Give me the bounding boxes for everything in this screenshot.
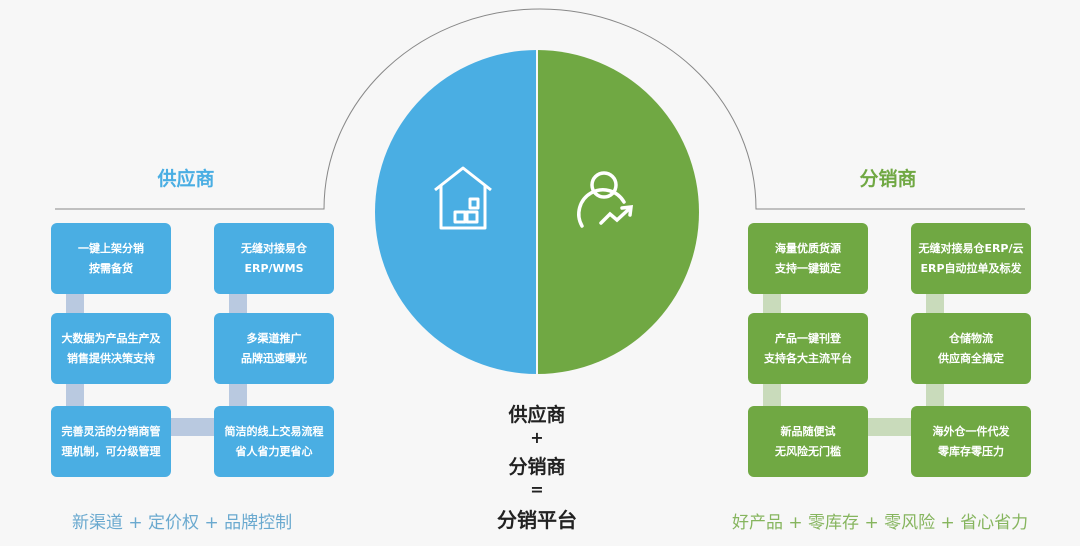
distributor-feature-box: 产品一键刊登支持各大主流平台 bbox=[748, 313, 868, 384]
supplier-benefits: 新渠道 + 定价权 + 品牌控制 bbox=[72, 513, 293, 533]
feature-line: 大数据为产品生产及 bbox=[61, 331, 161, 345]
feature-line: 新品随便试 bbox=[780, 424, 836, 438]
feature-line: 完善灵活的分销商管 bbox=[61, 424, 161, 438]
feature-line: 产品一键刊登 bbox=[775, 331, 841, 345]
distributor-feature-box: 新品随便试无风险无门槛 bbox=[748, 406, 868, 477]
feature-line: 海外仓一件代发 bbox=[932, 424, 1010, 438]
connector bbox=[66, 384, 84, 406]
feature-line: 多渠道推广 bbox=[246, 331, 302, 345]
feature-line: 零库存零压力 bbox=[938, 444, 1004, 458]
connector bbox=[66, 294, 84, 313]
feature-line: ERP/WMS bbox=[244, 261, 304, 275]
feature-line: 销售提供决策支持 bbox=[67, 351, 155, 365]
feature-line: 无缝对接易仓 bbox=[241, 241, 307, 255]
feature-line: 海量优质货源 bbox=[775, 241, 841, 255]
formula-supplier: 供应商 bbox=[508, 404, 566, 426]
feature-line: 供应商全搞定 bbox=[938, 351, 1004, 365]
connector bbox=[868, 418, 911, 436]
connector bbox=[926, 384, 944, 406]
supplier-feature-box: 一键上架分销按需备货 bbox=[51, 223, 171, 294]
distributor-feature-box: 无缝对接易仓ERP/云 ERP自动拉单及标发 bbox=[911, 223, 1031, 294]
connector bbox=[171, 418, 214, 436]
connector bbox=[763, 384, 781, 406]
connector bbox=[763, 294, 781, 313]
feature-line: 品牌迅速曝光 bbox=[241, 351, 307, 365]
distributor-half-circle bbox=[537, 50, 699, 374]
formula-distributor: 分销商 bbox=[508, 456, 566, 478]
supplier-feature-box: 无缝对接易仓 ERP/WMS bbox=[214, 223, 334, 294]
outline-arc bbox=[55, 8, 1025, 210]
connector bbox=[926, 294, 944, 313]
supplier-feature-box: 简洁的线上交易流程省人省力更省心 bbox=[214, 406, 334, 477]
distributor-title: 分销商 bbox=[859, 168, 917, 190]
supplier-title: 供应商 bbox=[157, 168, 215, 190]
formula-plus: + bbox=[530, 428, 544, 447]
feature-line: 按需备货 bbox=[89, 261, 133, 275]
feature-line: 一键上架分销 bbox=[78, 241, 144, 255]
distributor-feature-box: 海外仓一件代发零库存零压力 bbox=[911, 406, 1031, 477]
feature-line: ERP自动拉单及标发 bbox=[920, 261, 1022, 275]
user-growth-icon bbox=[577, 171, 634, 228]
supplier-feature-box: 大数据为产品生产及销售提供决策支持 bbox=[51, 313, 171, 384]
formula-result: 分销平台 bbox=[497, 508, 577, 532]
feature-line: 支持各大主流平台 bbox=[764, 351, 852, 365]
feature-line: 支持一键锁定 bbox=[775, 261, 841, 275]
connector bbox=[229, 294, 247, 313]
distributor-feature-box: 仓储物流供应商全搞定 bbox=[911, 313, 1031, 384]
feature-line: 简洁的线上交易流程 bbox=[224, 424, 324, 438]
supplier-feature-box: 完善灵活的分销商管理机制，可分级管理 bbox=[51, 406, 171, 477]
distributor-benefits: 好产品 + 零库存 + 零风险 + 省心省力 bbox=[732, 513, 1029, 533]
feature-line: 无风险无门槛 bbox=[775, 444, 841, 458]
connector bbox=[229, 384, 247, 406]
formula-equals: = bbox=[530, 480, 544, 499]
warehouse-house-icon bbox=[434, 166, 492, 230]
feature-line: 无缝对接易仓ERP/云 bbox=[918, 241, 1024, 255]
feature-line: 仓储物流 bbox=[949, 331, 993, 345]
distributor-feature-box: 海量优质货源支持一键锁定 bbox=[748, 223, 868, 294]
supplier-feature-box: 多渠道推广品牌迅速曝光 bbox=[214, 313, 334, 384]
feature-line: 理机制，可分级管理 bbox=[61, 444, 161, 458]
feature-line: 省人省力更省心 bbox=[235, 444, 313, 458]
